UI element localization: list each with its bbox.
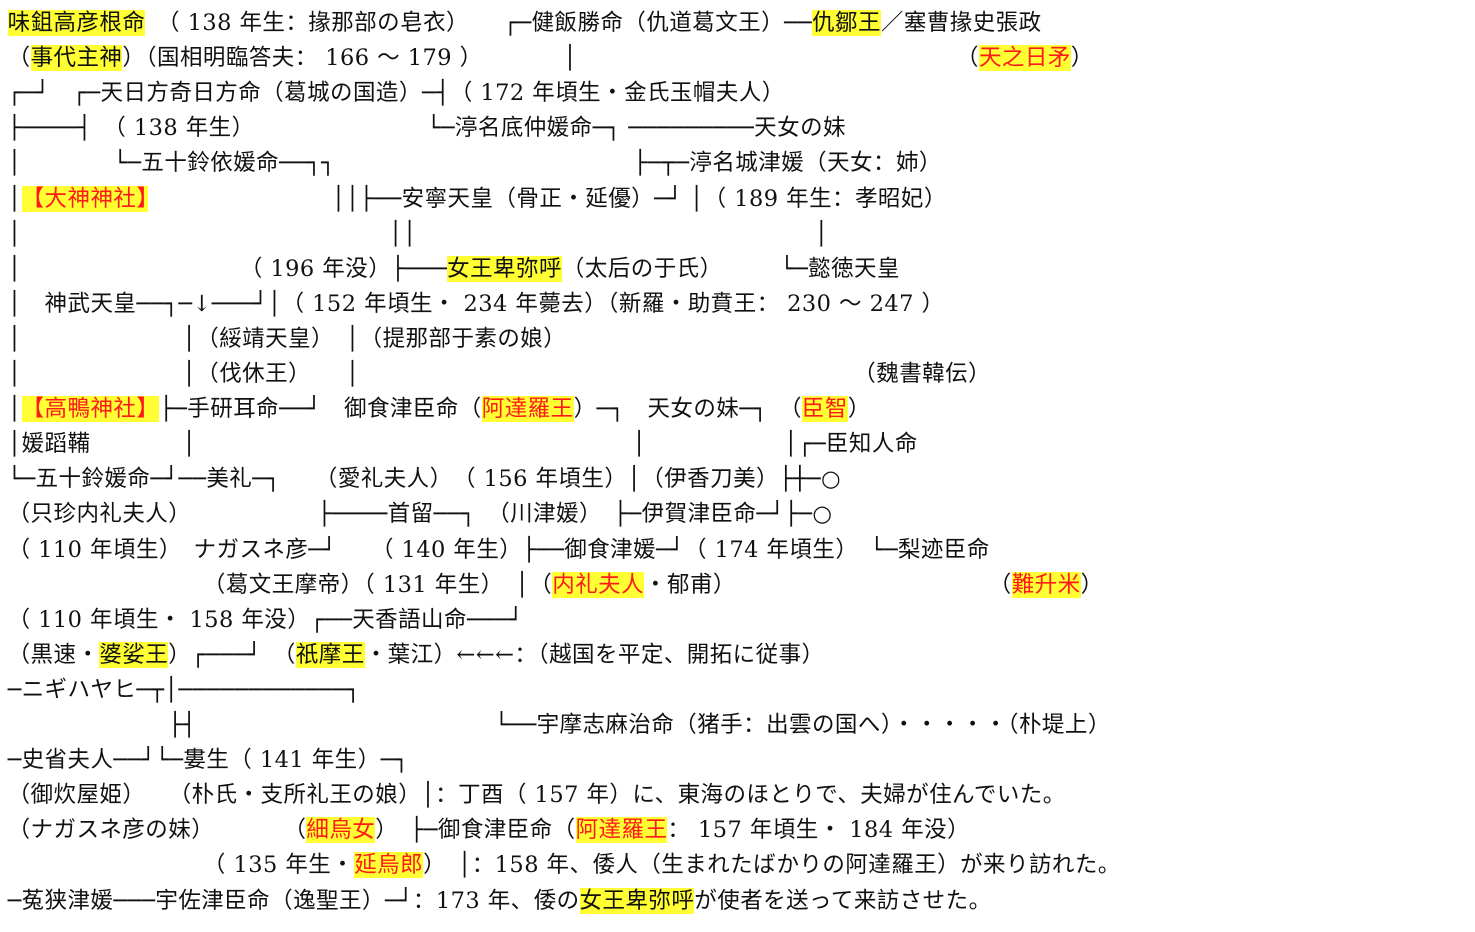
line-text: ─菟狭津媛───宇佐津臣命（逸聖王）─┘：173 年、倭の: [0, 887, 580, 914]
line-text: ││├──安寧天皇（骨正・延優）─┘ │（ 189 年生：孝昭妃）: [148, 185, 947, 212]
line-text: ）: [1080, 571, 1104, 598]
highlighted-name: 女王卑弥呼: [579, 887, 695, 914]
line-text: │: [0, 396, 22, 423]
line-text: │: [0, 185, 22, 212]
line-text: （黒速・: [0, 641, 100, 668]
line-text: ├┤ └──宇摩志麻治命（猪手：出雲の国へ）・・・・・（朴堤上）: [0, 712, 1111, 738]
line-text: ）┌───┘ （: [168, 641, 296, 668]
highlighted-name: 【大神神社】: [21, 185, 149, 212]
highlighted-name: 事代主神: [30, 45, 123, 72]
line-text: ） │：158 年、倭人（生まれたばかりの阿達羅王）が来り訪れた。: [423, 852, 1121, 879]
highlighted-name: 【高鴨神社】: [21, 396, 160, 423]
line-text: （: [0, 45, 31, 72]
chart-line: ─ニギハヤヒ─┬│────────────┐: [0, 673, 360, 708]
line-text: （太后の于氏） └─懿徳天皇: [561, 255, 900, 282]
line-text: ─史省夫人──┘└─婁生（ 141 年生）─┐: [0, 747, 409, 774]
chart-line: │【大神神社】 ││├──安寧天皇（骨正・延優）─┘ │（ 189 年生：孝昭妃…: [0, 182, 947, 217]
highlighted-name: 天之日矛: [978, 45, 1071, 72]
chart-line: │ （ 196 年没）├───女王卑弥呼（太后の于氏） └─懿徳天皇: [0, 252, 900, 287]
highlighted-name: 阿達羅王: [575, 817, 668, 844]
chart-line: ├┤ └──宇摩志麻治命（猪手：出雲の国へ）・・・・・（朴堤上）: [0, 708, 1111, 743]
highlighted-name: 延烏郎: [354, 852, 424, 879]
highlighted-name: 仇鄒王: [812, 10, 881, 36]
line-text: ／塞曹掾史張政: [880, 10, 1042, 36]
line-text: │ （ 196 年没）├───: [0, 255, 448, 282]
chart-line: 味鉏高彦根命 （ 138 年生：掾那部の皂衣） ┌─健飯勝命（仇道葛文王）──仇…: [0, 6, 1042, 41]
highlighted-name: 味鉏高彦根命: [7, 10, 146, 36]
chart-line: （御炊屋姫） （朴氏・支所礼王の娘）│：丁酉（ 157 年）に、東海のほとりで、…: [0, 778, 1066, 813]
line-text: ） ├─御食津臣命（: [375, 817, 576, 844]
line-text: （御炊屋姫） （朴氏・支所礼王の娘）│：丁酉（ 157 年）に、東海のほとりで、…: [0, 782, 1066, 809]
line-text: ）: [847, 396, 871, 423]
line-text: │ ││ │: [0, 220, 829, 247]
highlighted-name: 祇摩王: [295, 641, 365, 668]
highlighted-name: 難升米: [1011, 571, 1081, 598]
chart-line: │ 神武天皇──┐─↓───┘│（ 152 年頃生・ 234 年薨去）（新羅・助…: [0, 287, 944, 322]
line-text: │ └─五十鈴依媛命──┐┐ ├─┬─渟名城津媛（天女：姉）: [0, 150, 942, 177]
chart-line: │ ││ │: [0, 217, 829, 252]
chart-line: （ナガスネ彦の妹） （細烏女） ├─御食津臣命（阿達羅王： 157 年頃生・ 1…: [0, 813, 970, 848]
highlighted-name: 臣智: [801, 396, 848, 423]
highlighted-name: 女王卑弥呼: [447, 255, 562, 282]
line-text: │媛蹈鞴 │ │ │┌─臣知人命: [0, 431, 918, 458]
line-text: ）（国相明臨答夫： 166 〜 179 ） │ （: [122, 45, 979, 72]
chart-line: │【高鴨神社】├─手研耳命──┘ 御食津臣命（阿達羅王）─┐ 天女の妹─┐ （臣…: [0, 392, 871, 427]
line-text: が使者を送って来訪させた。: [694, 887, 992, 914]
line-text: （ 135 年生・: [0, 852, 355, 879]
chart-line: └─五十鈴媛命─┘──美礼─┐ （愛礼夫人） （ 156 年頃生）│（伊香刀美）…: [0, 462, 841, 497]
chart-line: （ 135 年生・延烏郎） │：158 年、倭人（生まれたばかりの阿達羅王）が来…: [0, 848, 1121, 883]
line-text: ）─┐ 天女の妹─┐ （: [573, 396, 802, 423]
highlighted-name: 細烏女: [306, 817, 376, 844]
chart-line: （黒速・婆娑王）┌───┘ （祇摩王・葉江）←←←：（越国を平定、開拓に従事）: [0, 638, 824, 673]
chart-line: ─史省夫人──┘└─婁生（ 141 年生）─┐: [0, 743, 409, 778]
line-text: （ 110 年頃生） ナガスネ彦─┘ （ 140 年生）├──御食津媛─┘（ 1…: [0, 536, 990, 563]
chart-line: ├────┤ （ 138 年生） └─渟名底仲媛命─┐ ─────────天女の…: [0, 111, 846, 146]
chart-line: │媛蹈鞴 │ │ │┌─臣知人命: [0, 427, 918, 462]
chart-line: │ └─五十鈴依媛命──┐┐ ├─┬─渟名城津媛（天女：姉）: [0, 146, 942, 181]
line-text: （ナガスネ彦の妹） （: [0, 817, 307, 844]
highlighted-name: 内礼夫人: [552, 571, 645, 598]
line-text: └─五十鈴媛命─┘──美礼─┐ （愛礼夫人） （ 156 年頃生）│（伊香刀美）…: [0, 466, 842, 493]
line-text: ： 157 年頃生・ 184 年没）: [667, 817, 971, 844]
chart-line: ┌─┘ ┌─天日方奇日方命（葛城の国造）─┤（ 172 年頃生・金氏玉帽夫人）: [0, 76, 785, 111]
line-text: ・郁甫） （: [644, 571, 1012, 598]
chart-line: ─菟狭津媛───宇佐津臣命（逸聖王）─┘：173 年、倭の女王卑弥呼が使者を送っ…: [0, 884, 992, 919]
line-text: ・葉江）←←←：（越国を平定、開拓に従事）: [364, 641, 825, 668]
line-text: ─ニギハヤヒ─┬│────────────┐: [0, 676, 361, 703]
line-text: （ 138 年生：掾那部の皂衣） ┌─健飯勝命（仇道葛文王）──: [145, 10, 813, 36]
chart-line: （ 110 年頃生） ナガスネ彦─┘ （ 140 年生）├──御食津媛─┘（ 1…: [0, 533, 990, 568]
line-text: ）: [1070, 45, 1094, 72]
line-text: │ │（綏靖天皇） │（提那部于素の娘）: [0, 325, 567, 352]
line-text: （葛文王摩帝）（ 131 年生） │（: [0, 571, 553, 598]
line-text: ┌─┘ ┌─天日方奇日方命（葛城の国造）─┤（ 172 年頃生・金氏玉帽夫人）: [0, 80, 785, 107]
line-text: ├────┤ （ 138 年生） └─渟名底仲媛命─┐ ─────────天女の…: [0, 115, 846, 142]
line-text: （ 110 年頃生・ 158 年没）┌──天香語山命───┘: [0, 606, 523, 633]
chart-line: （ 110 年頃生・ 158 年没）┌──天香語山命───┘: [0, 603, 523, 638]
chart-line: │ │（綏靖天皇） │（提那部于素の娘）: [0, 322, 566, 357]
chart-line: （事代主神）（国相明臨答夫： 166 〜 179 ） │ （天之日矛）: [0, 41, 1094, 76]
line-text: [0, 10, 8, 36]
line-text: （只珍内礼夫人） ├────首留──┐ （川津媛） ├─伊賀津臣命─┘├─○: [0, 501, 833, 528]
chart-line: （葛文王摩帝）（ 131 年生） │（内礼夫人・郁甫） （難升米）: [0, 568, 1104, 603]
highlighted-name: 阿達羅王: [481, 396, 574, 423]
highlighted-name: 婆娑王: [99, 641, 169, 668]
line-text: │ │（伐休王） │ （魏書韓伝）: [0, 361, 991, 387]
chart-line: │ │（伐休王） │ （魏書韓伝）: [0, 357, 991, 392]
chart-line: （只珍内礼夫人） ├────首留──┐ （川津媛） ├─伊賀津臣命─┘├─○: [0, 497, 832, 532]
line-text: │ 神武天皇──┐─↓───┘│（ 152 年頃生・ 234 年薨去）（新羅・助…: [0, 290, 945, 317]
line-text: ├─手研耳命──┘ 御食津臣命（: [159, 396, 482, 423]
